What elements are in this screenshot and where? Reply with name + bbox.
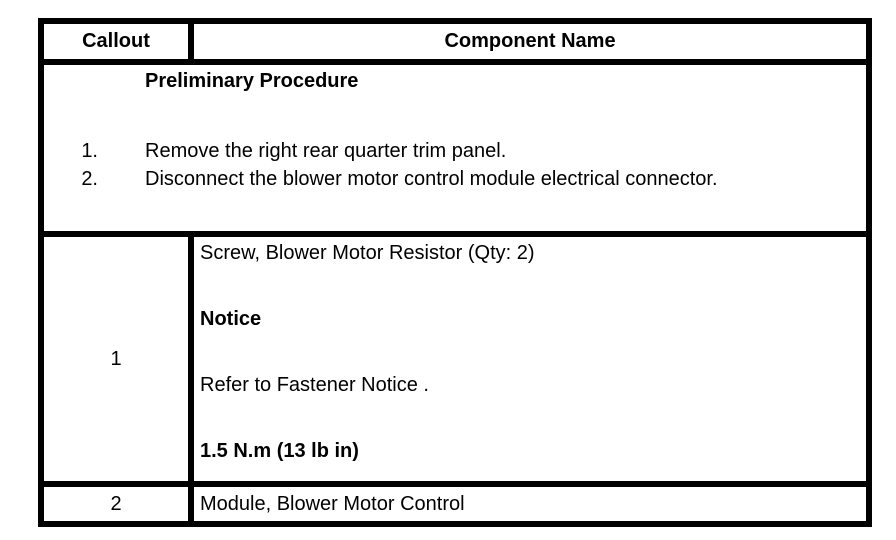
preliminary-step: 1. Remove the right rear quarter trim pa… xyxy=(44,137,866,165)
preliminary-procedure-cell: Preliminary Procedure 1. Remove the righ… xyxy=(44,65,866,231)
notice-label: Notice xyxy=(200,308,262,330)
step-text: Remove the right rear quarter trim panel… xyxy=(145,140,507,162)
fastener-notice-line: Refer to Fastener Notice . xyxy=(200,374,429,396)
header-label-component-name: Component Name xyxy=(444,30,616,52)
component-cell-2: Module, Blower Motor Control xyxy=(194,487,866,521)
preliminary-step-list: 1. Remove the right rear quarter trim pa… xyxy=(44,137,866,193)
callout-component-table: Callout Component Name Preliminary Proce… xyxy=(38,18,872,527)
callout-cell-2: 2 xyxy=(44,487,188,521)
callout-number: 2 xyxy=(110,492,122,515)
callout-number: 1 xyxy=(110,347,122,370)
component-cell-1: Screw, Blower Motor Resistor (Qty: 2) No… xyxy=(194,237,866,481)
preliminary-procedure-title: Preliminary Procedure xyxy=(145,70,359,92)
component-line: Screw, Blower Motor Resistor (Qty: 2) xyxy=(200,242,535,264)
step-number: 1. xyxy=(81,140,98,162)
header-label-callout: Callout xyxy=(82,30,150,52)
preliminary-step: 2. Disconnect the blower motor control m… xyxy=(44,165,866,193)
header-cell-callout: Callout xyxy=(44,24,188,59)
header-cell-component-name: Component Name xyxy=(194,24,866,59)
step-text: Disconnect the blower motor control modu… xyxy=(145,168,718,190)
step-number: 2. xyxy=(81,168,98,190)
component-line: Module, Blower Motor Control xyxy=(200,492,465,515)
torque-spec: 1.5 N.m (13 lb in) xyxy=(200,440,359,462)
callout-cell-1: 1 xyxy=(44,237,188,481)
